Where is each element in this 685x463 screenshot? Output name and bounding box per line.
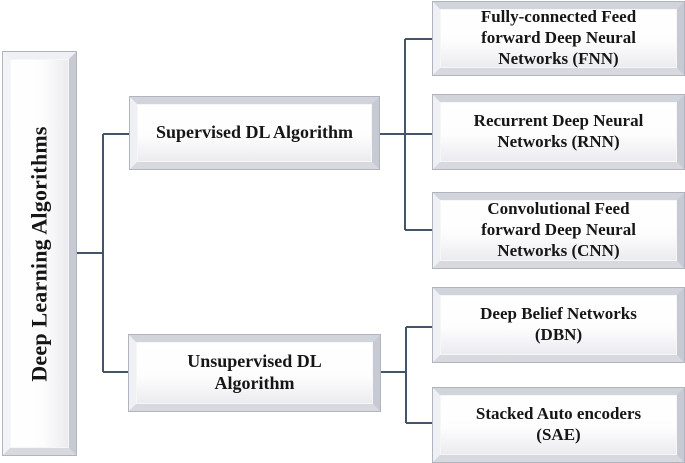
node-cnn: Convolutional Feed forward Deep Neural N… (432, 192, 685, 269)
node-supervised-label: Supervised DL Algorithm (155, 122, 354, 143)
node-deep-learning-algorithms-label: Deep Learning Algorithms (26, 125, 52, 382)
node-sae: Stacked Auto encoders (SAE) (432, 387, 685, 463)
node-fnn: Fully-connected Feed forward Deep Neural… (432, 1, 685, 76)
node-deep-learning-algorithms: Deep Learning Algorithms (2, 51, 77, 456)
node-supervised-dl-algorithm: Supervised DL Algorithm (129, 96, 380, 170)
node-dbn-label: Deep Belief Networks (DBN) (480, 304, 637, 344)
node-unsupervised-label: Unsupervised DL Algorithm (187, 351, 322, 393)
node-rnn-label: Recurrent Deep Neural Networks (RNN) (473, 111, 644, 151)
node-rnn: Recurrent Deep Neural Networks (RNN) (432, 94, 685, 170)
node-dbn: Deep Belief Networks (DBN) (432, 287, 685, 363)
node-fnn-label: Fully-connected Feed forward Deep Neural… (480, 7, 637, 68)
node-cnn-label: Convolutional Feed forward Deep Neural N… (481, 199, 636, 260)
node-unsupervised-dl-algorithm: Unsupervised DL Algorithm (128, 334, 381, 412)
node-sae-label: Stacked Auto encoders (SAE) (475, 404, 642, 444)
